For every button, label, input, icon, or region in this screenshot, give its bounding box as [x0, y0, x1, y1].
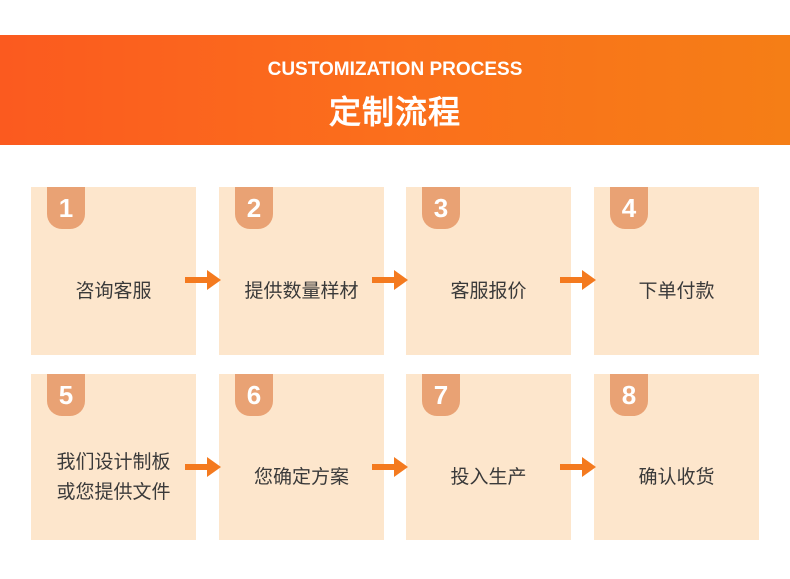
step-label: 下单付款: [638, 280, 715, 302]
step-number-badge: 5: [47, 374, 85, 416]
arrow-right-icon: [372, 457, 408, 477]
step-label: 我们设计制板 或您提供文件: [56, 451, 171, 503]
step-card-4: 4 下单付款: [594, 187, 759, 355]
step-card-3: 3 客服报价: [406, 187, 571, 355]
step-number-badge: 1: [47, 187, 85, 229]
step-number-badge: 4: [610, 187, 648, 229]
arrow-right-icon: [560, 270, 596, 290]
step-label: 咨询客服: [75, 280, 152, 302]
arrow-right-icon: [560, 457, 596, 477]
step-number-badge: 7: [422, 374, 460, 416]
step-label: 投入生产: [450, 466, 527, 488]
step-number-badge: 2: [235, 187, 273, 229]
arrow-right-icon: [185, 457, 221, 477]
step-card-2: 2 提供数量样材: [219, 187, 384, 355]
step-card-6: 6 您确定方案: [219, 374, 384, 540]
step-card-8: 8 确认收货: [594, 374, 759, 540]
step-number-badge: 3: [422, 187, 460, 229]
step-card-1: 1 咨询客服: [31, 187, 196, 355]
arrow-right-icon: [185, 270, 221, 290]
header-banner: CUSTOMIZATION PROCESS 定制流程: [0, 35, 790, 145]
step-card-5: 5 我们设计制板 或您提供文件: [31, 374, 196, 540]
header-title-zh: 定制流程: [328, 93, 461, 131]
step-number-badge: 8: [610, 374, 648, 416]
step-label: 提供数量样材: [244, 280, 359, 302]
step-card-7: 7 投入生产: [406, 374, 571, 540]
step-label: 客服报价: [450, 280, 527, 302]
arrow-right-icon: [372, 270, 408, 290]
step-label: 您确定方案: [253, 466, 349, 488]
step-label: 确认收货: [638, 466, 715, 488]
step-number-badge: 6: [235, 374, 273, 416]
header-title-en: CUSTOMIZATION PROCESS: [267, 59, 523, 80]
